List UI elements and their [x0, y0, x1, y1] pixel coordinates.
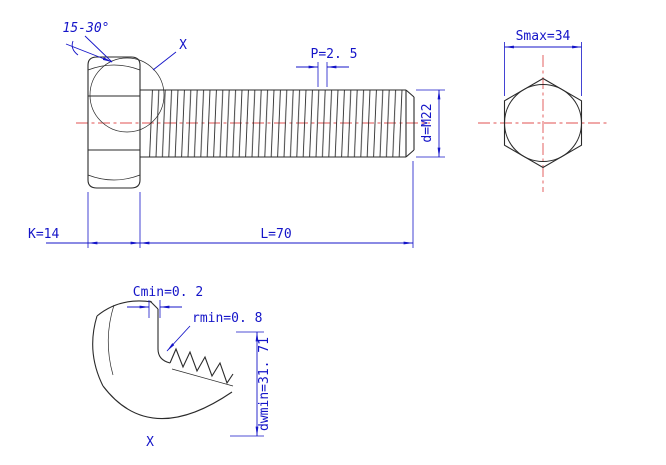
- detail-washer-chamfer-edge: [149, 300, 159, 310]
- detail-boundary-arc: [102, 385, 233, 420]
- width-across-flats-label: Smax=34: [516, 29, 571, 44]
- main-view-dimensions: 15-30° X P=2. 5 d=M22 K=14 L=70: [28, 21, 445, 248]
- head-chamfer-arc-bottom: [87, 174, 141, 181]
- detail-fillet-arc: [157, 348, 171, 364]
- hex-head-outline: [503, 77, 583, 169]
- angle-dim-line-1: [65, 43, 113, 63]
- washer-chamfer-label: Cmin=0. 2: [133, 285, 203, 300]
- detail-callout-label: X: [179, 38, 187, 53]
- detail-callout-leader: [152, 51, 177, 71]
- head-chamfer-circle: [503, 83, 583, 163]
- detail-thread-root-line: [171, 368, 234, 387]
- thread-hatching: [148, 90, 405, 157]
- angle-dim-arc: [71, 40, 79, 56]
- angle-dim-line-2: [84, 35, 113, 63]
- bolt-head-outline: [87, 56, 141, 189]
- detail-boundary-circle: [89, 57, 165, 133]
- main-view-geometry: [76, 56, 430, 189]
- tip-chamfer-top: [405, 89, 415, 98]
- head-height-label: K=14: [28, 227, 59, 242]
- detail-thread-profile: [169, 347, 234, 385]
- detail-view-dimensions: Cmin=0. 2 rmin=0. 8 dwmin=31. 71 X: [127, 285, 272, 450]
- detail-head-top-edge: [96, 300, 153, 317]
- detail-view-label: X: [146, 435, 154, 450]
- head-chamfer-arc-top: [87, 64, 141, 71]
- end-view-dimensions: Smax=34: [504, 29, 582, 96]
- detail-view-geometry: [92, 300, 234, 420]
- pitch-label: P=2. 5: [311, 47, 358, 62]
- end-view-geometry: [478, 55, 608, 192]
- fillet-radius-label: rmin=0. 8: [192, 311, 262, 326]
- thread-diameter-label: d=M22: [420, 103, 435, 142]
- rmin-leader: [166, 325, 191, 352]
- chamfer-angle-label: 15-30°: [63, 21, 110, 36]
- tip-chamfer-bottom: [405, 149, 415, 158]
- detail-head-left-silhouette: [92, 315, 104, 387]
- washer-diameter-label: dwmin=31. 71: [257, 337, 272, 431]
- detail-head-facet-arc: [107, 304, 115, 376]
- length-label: L=70: [260, 227, 291, 242]
